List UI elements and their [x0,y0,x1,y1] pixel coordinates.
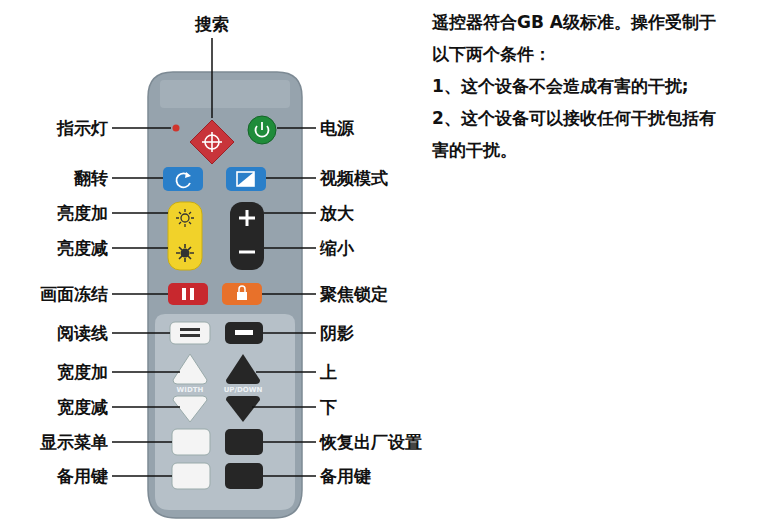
button-label: 翻转 [74,167,108,189]
button-label: 聚焦锁定 [320,283,388,305]
button-label: 视频模式 [320,167,388,189]
button-label: 恢复出厂设置 [320,431,422,453]
button-label: 备用键 [320,465,371,487]
indicator-led [173,125,180,132]
brightness-button [168,202,202,270]
label-area [160,80,290,108]
shadow-button [225,322,263,344]
button-label: 下 [320,396,337,418]
flip-button [163,167,203,191]
reset-button [225,429,263,455]
width-plus-button [173,354,207,384]
button-label: 亮度加 [57,202,108,224]
button-label: 阴影 [320,322,354,344]
button-label: 阅读线 [57,322,108,344]
spare-button [172,463,210,489]
leader-lines [112,38,316,476]
up-button [226,354,260,384]
button-label: 亮度减 [57,237,108,259]
note-text: 2、这个设备可以接收任何干扰包括有害的干扰。 [432,102,732,166]
button-label: 宽度加 [57,361,108,383]
lower-panel [155,314,295,510]
button-label: 搜索 [195,13,229,35]
button-label: 宽度减 [57,396,108,418]
spare-button [225,463,263,489]
note-text: 遥控器符合GB A级标准。操作受制于以下两个条件： [432,6,732,70]
button-print: UP/DOWN [224,386,263,394]
menu-button [172,429,210,455]
focus-lock-button [222,283,262,305]
freeze-button [168,283,208,305]
note-text: 1、这个设备不会造成有害的干扰; [432,70,732,102]
button-label: 备用键 [57,465,108,487]
button-label: 指示灯 [57,117,108,139]
button-label: 缩小 [320,237,354,259]
button-label: 画面冻结 [40,283,108,305]
search-button [190,120,234,164]
button-label: 上 [320,361,337,383]
button-label: 放大 [320,202,354,224]
reading-line-button [170,322,210,344]
remote-body [148,72,302,518]
button-label: 电源 [320,117,354,139]
button-print: WIDTH [177,386,204,394]
width-minus-button [173,396,207,422]
down-button [226,396,260,422]
button-label: 显示菜单 [40,431,108,453]
zoom-button [230,202,264,270]
video-mode-button [226,167,266,191]
power-button [248,116,276,144]
